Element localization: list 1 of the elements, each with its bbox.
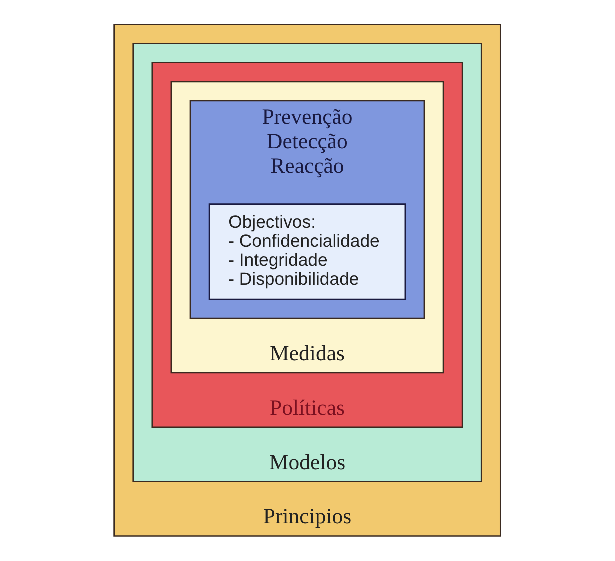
node-box: Objectivos: - Confidencialidade - Integridade - Disponibilidade — [208, 204, 406, 300]
